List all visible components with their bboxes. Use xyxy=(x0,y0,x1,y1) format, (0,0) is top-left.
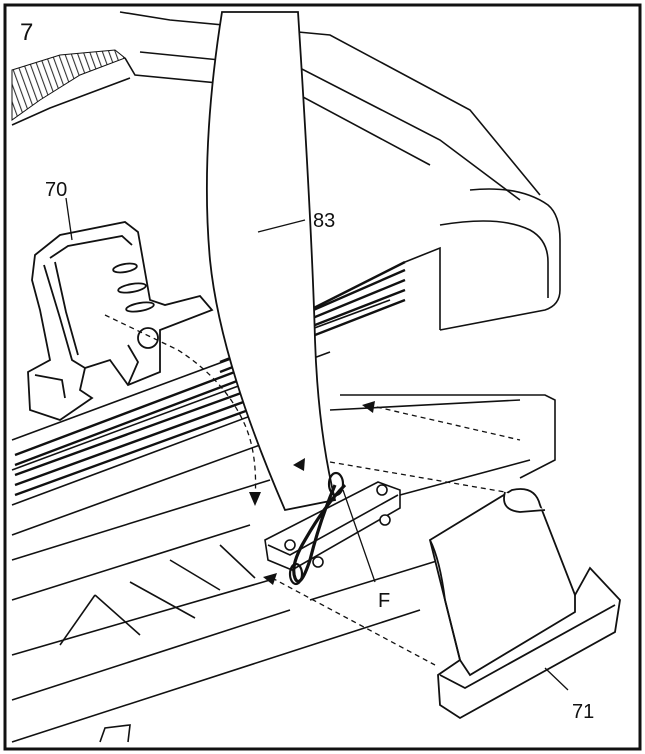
arrow-left-icon xyxy=(362,401,375,413)
arrow-left-icon xyxy=(293,458,305,471)
step-number: 7 xyxy=(20,19,33,46)
callout-f-label: F xyxy=(378,590,390,612)
callout-83-label: 83 xyxy=(313,210,335,232)
arrow-left-icon xyxy=(263,573,277,585)
assembly-arrows xyxy=(249,401,375,585)
base-cover-part xyxy=(428,488,621,720)
motor-hood-vent xyxy=(11,49,126,121)
handrail-cover-part xyxy=(27,221,214,421)
upright-tube-part xyxy=(205,11,337,512)
callout-70-label: 70 xyxy=(45,179,67,201)
figure-border xyxy=(3,3,642,751)
arrow-down-icon xyxy=(249,492,261,506)
callout-leaders xyxy=(65,197,569,691)
wire-part xyxy=(288,471,347,586)
upright-bracket xyxy=(264,481,401,571)
assembly-guide-lines xyxy=(104,314,521,666)
callout-71-label: 71 xyxy=(572,701,594,723)
